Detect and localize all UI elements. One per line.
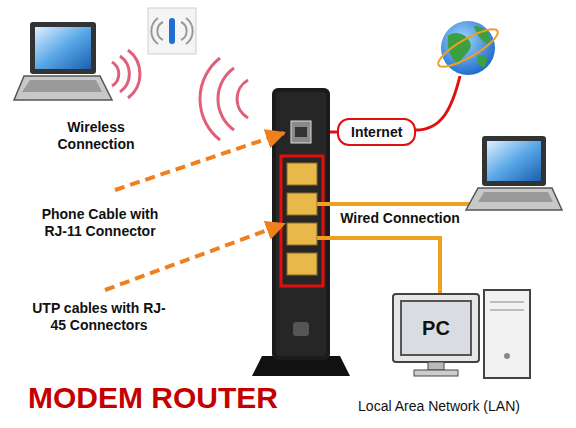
wireless-label: Wireless Connection [50,119,142,153]
wireless-icon [148,8,196,54]
utp-cable [317,202,478,206]
cable-label: Phone Cable with RJ-11 Connector [30,206,170,240]
laptop-right [466,136,562,210]
pointer-arrow [115,133,284,190]
internet-cable [416,76,460,130]
laptop-left [14,22,112,100]
cable-label: UTP cables with RJ-45 Connectors [26,300,172,334]
utp-cable [317,238,440,294]
internet-box: Internet [337,118,416,146]
network-caption: Local Area Network (LAN) [336,398,542,415]
node-text: Internet [351,124,402,140]
wireless-signal [112,50,140,98]
wireless-signal [200,58,248,140]
pc-screen: PC [400,300,472,356]
modem-router [252,88,350,376]
desktop-pc [393,290,530,378]
globe-icon [434,21,502,75]
diagram-title: MODEM ROUTER [28,380,278,416]
node-text: PC [422,317,450,340]
connection-label: Wired Connection [330,210,470,227]
